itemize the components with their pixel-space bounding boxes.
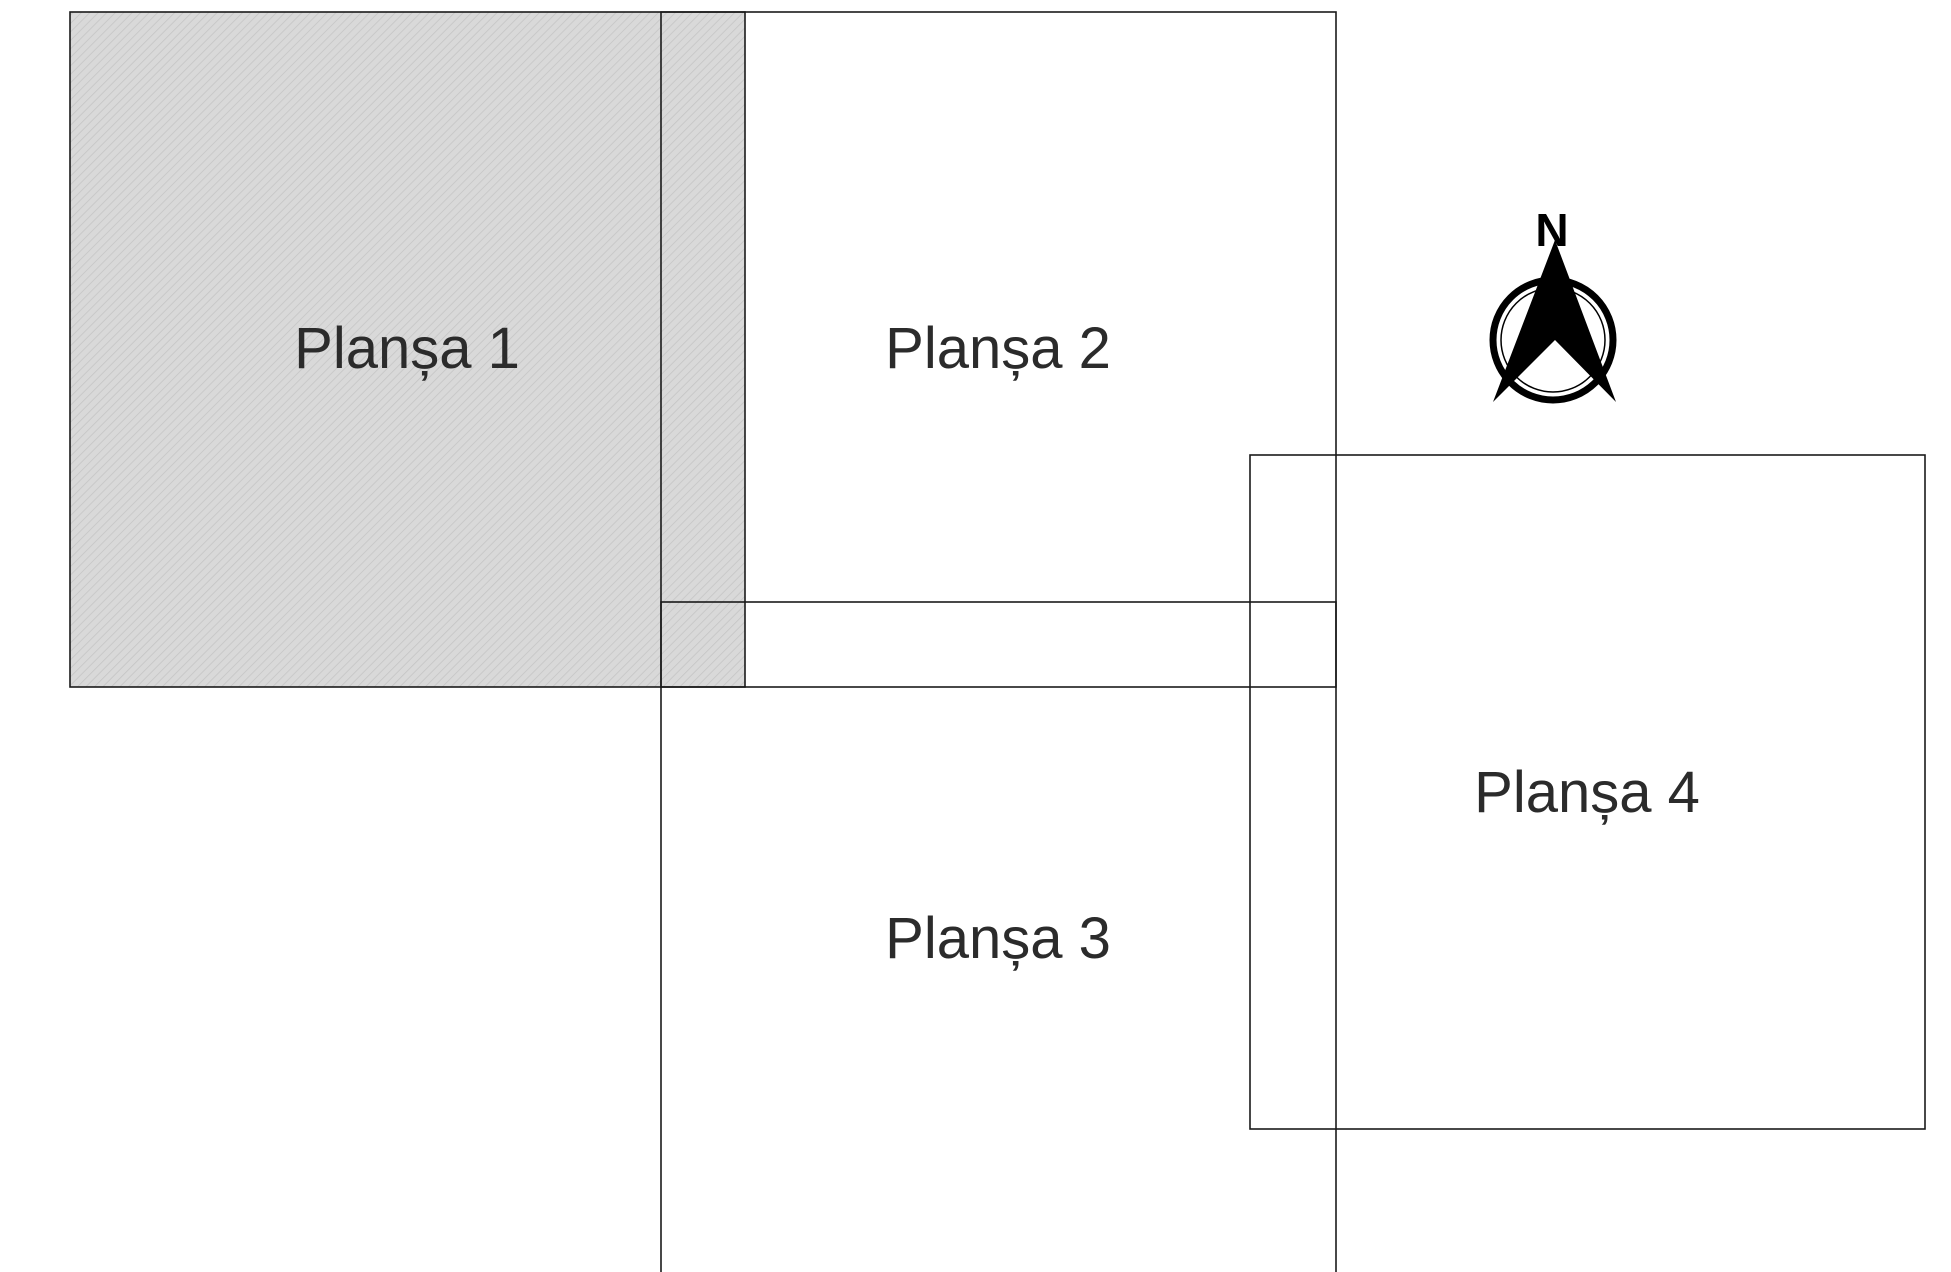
sheet-2: Planșa 2 — [660, 11, 1337, 688]
sheet-3: Planșa 3 — [660, 601, 1337, 1272]
sheet-2-frame — [660, 11, 1337, 688]
sheet-1-label: Planșa 1 — [294, 316, 520, 381]
north-arrow-letter: N — [1535, 204, 1568, 256]
north-arrow-icon: N — [1489, 204, 1617, 404]
sheet-4: Planșa 4 — [1249, 454, 1926, 1130]
sheet-3-label: Planșa 3 — [885, 906, 1111, 971]
sheet-2-label: Planșa 2 — [885, 316, 1111, 381]
north-arrow-pointer — [1493, 240, 1616, 402]
sheet-4-label: Planșa 4 — [1474, 760, 1700, 825]
sheet-4-frame — [1249, 454, 1926, 1130]
sheet-1-frame — [69, 11, 746, 688]
sheet-1: Planșa 1 — [69, 11, 746, 688]
sheet-3-frame — [660, 601, 1337, 1272]
